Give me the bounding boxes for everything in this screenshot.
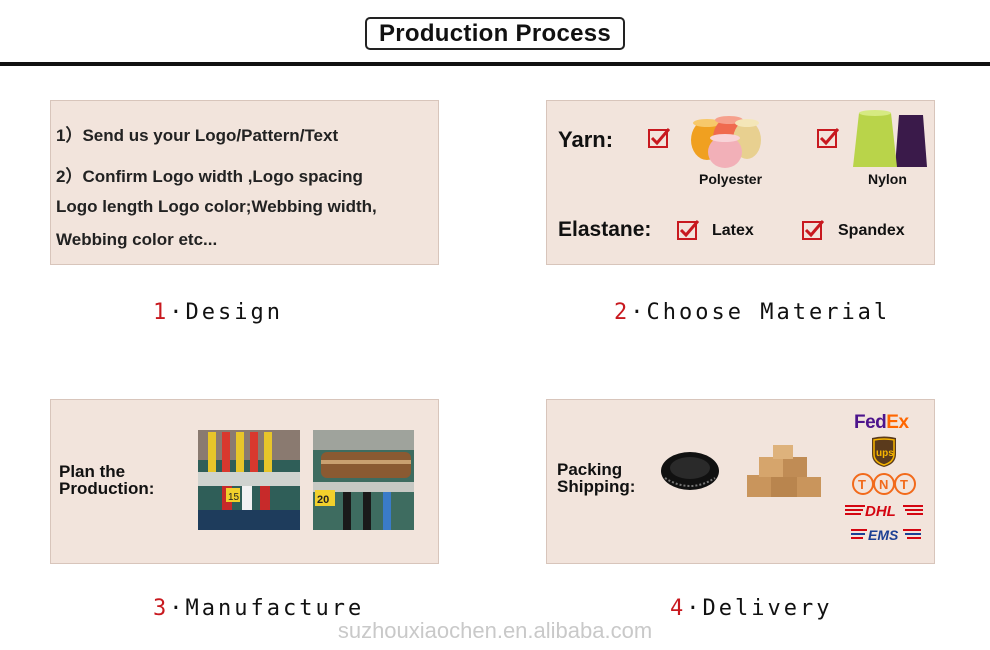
title-divider: [0, 62, 990, 66]
step-3-text: Manufacture: [185, 596, 365, 621]
ems-logo: EMS: [851, 527, 921, 543]
svg-text:15: 15: [228, 492, 240, 503]
loom-machine-photo-2: 20: [313, 430, 414, 530]
step-2-number: 2: [614, 300, 631, 325]
svg-text:20: 20: [317, 494, 329, 506]
plan-line-2: Production:: [59, 479, 155, 498]
design-line-1: 1）Send us your Logo/Pattern/Text: [56, 126, 339, 145]
manufacture-panel: Plan the Production: 15 20: [50, 399, 439, 564]
svg-text:T: T: [858, 477, 866, 492]
design-line-4: Webbing color etc...: [56, 230, 218, 249]
plan-line-1: Plan the: [59, 462, 126, 481]
svg-text:ups: ups: [876, 448, 894, 459]
design-line-3: Logo length Logo color;Webbing width,: [56, 197, 377, 216]
step-4-number: 4: [670, 596, 687, 621]
polyester-yarn-image: [691, 116, 761, 168]
elastane-label: Elastane:: [558, 218, 652, 241]
yarn-label: Yarn:: [558, 127, 614, 152]
pack-line-1: Packing: [557, 460, 623, 479]
webbing-roll-image: [661, 452, 719, 490]
step-1-label: 1·Design: [153, 300, 283, 325]
cardboard-boxes-image: [747, 445, 821, 497]
material-panel: Yarn: Polyester Nylon Elastane: Latex Sp…: [546, 100, 935, 265]
svg-text:DHL: DHL: [865, 503, 896, 520]
latex-checkbox-icon: [677, 220, 699, 240]
packing-shipping-text: Packing Shipping:: [557, 461, 635, 495]
svg-text:N: N: [879, 477, 888, 492]
polyester-label: Polyester: [699, 171, 763, 187]
pack-line-2: Shipping:: [557, 477, 636, 496]
spandex-checkbox-icon: [802, 220, 824, 240]
nylon-checkbox-icon: [817, 128, 839, 148]
step-3-label: 3·Manufacture: [153, 596, 365, 621]
step-1-number: 1: [153, 300, 170, 325]
step-2-label: 2·Choose Material: [614, 300, 891, 325]
design-line-2: 2）Confirm Logo width ,Logo spacing: [56, 167, 363, 186]
watermark: suzhouxiaochen.en.alibaba.com: [337, 618, 653, 643]
tnt-logo: T N T: [852, 473, 916, 495]
loom-machine-photo-1: 15: [198, 430, 300, 530]
step-4-label: 4·Delivery: [670, 596, 833, 621]
step-1-text: Design: [185, 300, 283, 325]
step-4-text: Delivery: [702, 596, 833, 621]
ups-logo: ups: [872, 436, 896, 467]
step-2-text: Choose Material: [646, 300, 891, 325]
design-panel: 1）Send us your Logo/Pattern/Text 2）Confi…: [50, 100, 439, 265]
spandex-label: Spandex: [838, 222, 905, 239]
fedex-logo: FedEx: [854, 412, 909, 433]
latex-label: Latex: [712, 222, 754, 239]
dhl-logo: DHL: [845, 503, 923, 520]
step-3-number: 3: [153, 596, 170, 621]
page-title: Production Process: [365, 17, 625, 50]
nylon-yarn-image: [853, 110, 927, 167]
nylon-label: Nylon: [868, 171, 907, 187]
svg-text:T: T: [900, 477, 908, 492]
delivery-panel: Packing Shipping: FedEx ups T N T DHL: [546, 399, 935, 564]
plan-production-text: Plan the Production:: [59, 463, 154, 497]
polyester-checkbox-icon: [648, 128, 670, 148]
svg-text:EMS: EMS: [868, 527, 899, 543]
